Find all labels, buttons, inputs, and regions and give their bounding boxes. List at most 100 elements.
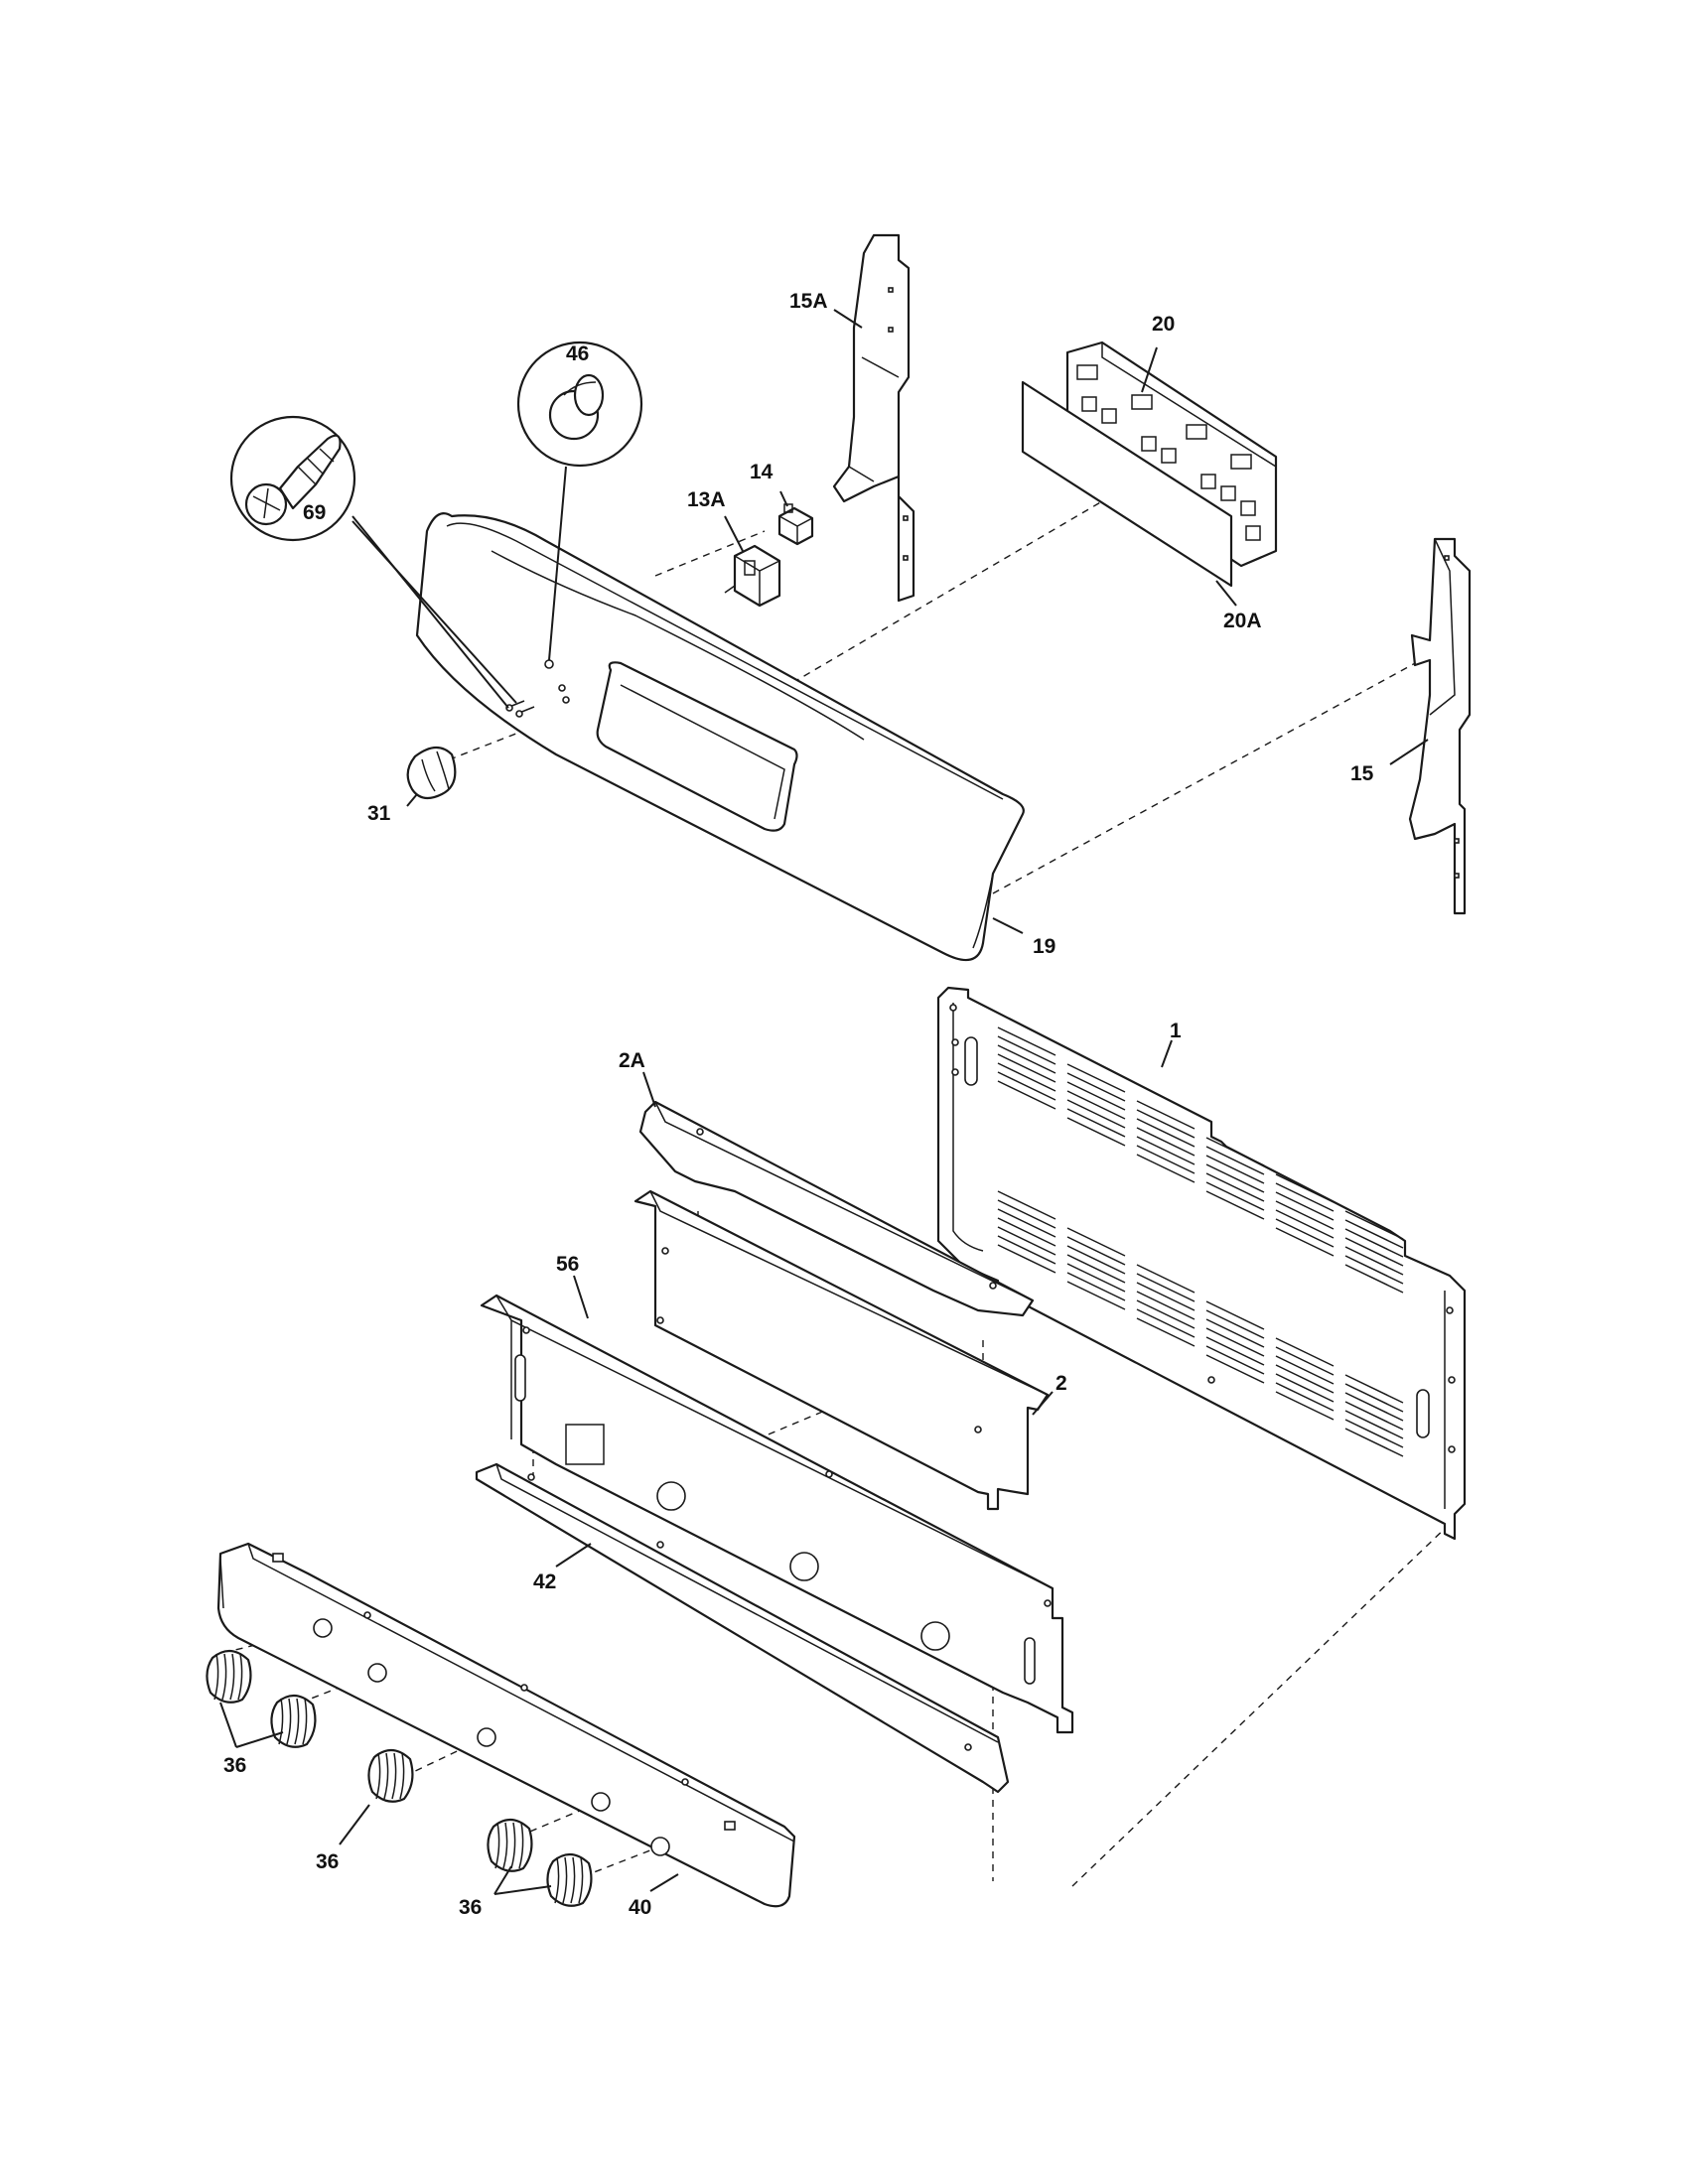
louver-slot <box>1066 1245 1126 1275</box>
louver-slot <box>1136 1299 1196 1329</box>
detail-69 <box>229 415 356 542</box>
callout-36-left: 36 <box>223 1754 246 1777</box>
louver-slot <box>997 1190 1056 1220</box>
callout-36-right: 36 <box>459 1896 482 1919</box>
callout-15a: 15A <box>789 290 828 313</box>
callout-31: 31 <box>367 802 391 825</box>
louver-slot <box>1344 1219 1404 1249</box>
louver-slot <box>1066 1236 1126 1266</box>
callout-15: 15 <box>1350 762 1374 785</box>
callout-46: 46 <box>566 342 589 365</box>
heat-shield-2a <box>638 1100 1035 1317</box>
louver-slot <box>1275 1346 1335 1376</box>
louver-slot <box>1066 1090 1126 1120</box>
burner-knobs-36 <box>206 1649 593 1907</box>
louver-slot <box>1275 1209 1335 1239</box>
louver-slot <box>1275 1337 1335 1367</box>
callout-2a: 2A <box>619 1049 645 1072</box>
louver-slot <box>1205 1309 1265 1339</box>
callout-42: 42 <box>533 1570 556 1593</box>
louver-slot <box>1136 1136 1196 1165</box>
louver-slot <box>1136 1282 1196 1311</box>
side-bracket-15a <box>832 233 915 603</box>
louver-slot <box>997 1062 1056 1092</box>
louver-slot <box>997 1199 1056 1229</box>
louver-slot <box>1066 1272 1126 1301</box>
callout-14: 14 <box>750 461 774 483</box>
louver-slot <box>1275 1364 1335 1394</box>
louver-slot <box>1344 1374 1404 1404</box>
louver-slot <box>1344 1210 1404 1240</box>
louver-slot <box>1066 1117 1126 1147</box>
louver-slot <box>1275 1182 1335 1212</box>
callout-1: 1 <box>1170 1020 1182 1042</box>
trim-strip-42 <box>475 1462 1010 1794</box>
louver-slot <box>1066 1072 1126 1102</box>
connector-blocks <box>1076 364 1261 541</box>
louver-slot <box>1275 1200 1335 1230</box>
louver-slot <box>1275 1355 1335 1385</box>
louver-slot <box>1066 1263 1126 1293</box>
backguard-panel-19 <box>415 512 1025 962</box>
burner-knob <box>487 1818 533 1872</box>
louver-slot <box>1275 1382 1335 1412</box>
louver-slot <box>1136 1154 1196 1183</box>
louver-slot <box>1136 1264 1196 1294</box>
knob-31 <box>406 746 457 800</box>
louver-slot <box>997 1026 1056 1056</box>
louver-slot <box>997 1226 1056 1256</box>
callout-20: 20 <box>1152 313 1175 336</box>
louver-slot <box>1344 1264 1404 1294</box>
control-panel-40 <box>216 1542 796 1908</box>
louver-slot <box>1066 1099 1126 1129</box>
louver-slot <box>1205 1336 1265 1366</box>
electronic-control-20 <box>1021 341 1278 588</box>
panel-2 <box>633 1189 1050 1511</box>
louver-slot <box>1275 1227 1335 1257</box>
louver-slot <box>1136 1127 1196 1157</box>
louver-slot <box>1205 1345 1265 1375</box>
louver-slot <box>1275 1373 1335 1403</box>
louver-slot <box>1344 1401 1404 1431</box>
switch-13a <box>724 544 781 608</box>
louver-slot <box>1066 1081 1126 1111</box>
louver-slot <box>1275 1391 1335 1421</box>
overlay-20a <box>1021 380 1233 588</box>
louver-slot <box>1066 1254 1126 1284</box>
louver-slot <box>1136 1145 1196 1174</box>
callout-69: 69 <box>303 501 326 524</box>
louver-slot <box>1136 1100 1196 1130</box>
louver-slot <box>1205 1146 1265 1175</box>
louver-slot <box>1344 1255 1404 1285</box>
callout-40: 40 <box>629 1896 651 1919</box>
louver-slot <box>1344 1419 1404 1448</box>
side-bracket-15 <box>1408 537 1472 915</box>
louver-slot <box>1136 1291 1196 1320</box>
louver-slot <box>1275 1218 1335 1248</box>
louver-slot <box>1205 1327 1265 1357</box>
louver-slot <box>1344 1392 1404 1422</box>
louver-slot <box>1205 1137 1265 1166</box>
detail-46 <box>516 341 643 468</box>
callout-2: 2 <box>1055 1372 1067 1395</box>
louver-slot <box>1205 1163 1265 1193</box>
louver-slot <box>997 1071 1056 1101</box>
burner-knob <box>367 1748 414 1803</box>
louver-slot <box>1344 1228 1404 1258</box>
louver-slot <box>1344 1383 1404 1413</box>
louver-slot <box>997 1044 1056 1074</box>
louver-slot <box>997 1235 1056 1265</box>
louver-slot <box>1136 1308 1196 1338</box>
callout-13a: 13A <box>687 488 726 511</box>
louver-slot <box>1205 1155 1265 1184</box>
louver-slot <box>1205 1300 1265 1330</box>
switch-14 <box>777 503 814 546</box>
callout-36-middle: 36 <box>316 1850 339 1873</box>
callout-56: 56 <box>556 1253 579 1276</box>
louver-slot <box>1344 1428 1404 1457</box>
louver-slot <box>1205 1172 1265 1202</box>
louver-slot <box>1136 1273 1196 1302</box>
louver-slot <box>1205 1190 1265 1220</box>
callout-labels: 46 15A 20 14 13A 69 20A 15 31 19 1 2A 56… <box>223 290 1374 1919</box>
louver-slot <box>997 1080 1056 1110</box>
